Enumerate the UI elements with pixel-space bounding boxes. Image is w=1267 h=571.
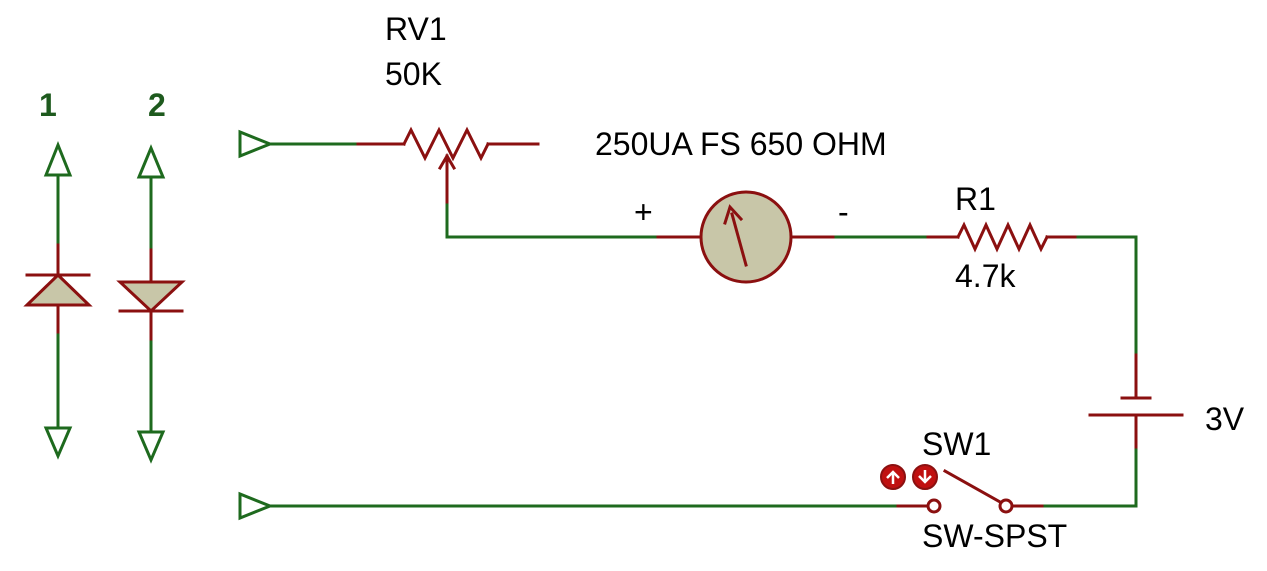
resistor-r1[interactable]: R1 4.7k [926,181,1080,294]
diode-2-bottom-terminal-icon [136,430,166,464]
wire-battery-to-switch [1040,448,1138,508]
diode-2-body-icon [116,280,186,314]
diode-2-top-terminal-icon [136,144,166,179]
potentiometer-icon [401,126,491,162]
bottom-input-terminal-icon[interactable] [238,491,275,521]
potentiometer-rv1[interactable]: RV1 50K [356,11,540,207]
r1-reference: R1 [955,181,996,217]
diode-1-top-terminal-icon [43,140,73,177]
rv1-wiper-arrow-icon [437,153,457,171]
meter-needle [730,212,748,267]
rv1-reference: RV1 [385,11,447,47]
diode-1-body-icon [23,272,93,307]
diode-2[interactable]: 2 [116,87,186,464]
meter-plus-label: + [634,194,653,230]
analog-meter-icon [699,190,793,284]
switch-sw1[interactable]: SW1 SW-SPST [893,426,1067,554]
diode-1[interactable]: 1 [23,87,93,460]
r1-value: 4.7k [955,258,1016,294]
resistor-icon [955,221,1050,253]
diode-1-bottom-terminal-icon [43,426,73,460]
sw1-close-button[interactable] [880,464,906,490]
meter-minus-label: - [838,194,849,230]
sw1-open-button[interactable] [912,464,938,490]
ammeter[interactable]: 250UA FS 650 OHM + - [595,126,887,284]
rv1-value: 50K [385,56,442,92]
meter-needle-arrow-icon [723,204,744,225]
wire-r1-to-battery [1076,235,1138,357]
sw1-right-contact-icon [998,498,1014,514]
top-input-terminal-icon[interactable] [238,129,275,159]
battery-3v[interactable]: 3V [1088,353,1245,452]
sw1-type: SW-SPST [922,518,1067,554]
meter-value: 250UA FS 650 OHM [595,126,887,162]
sw1-lever-icon [942,468,1003,505]
sw1-reference: SW1 [922,426,991,462]
diode-2-number: 2 [148,87,166,123]
battery-value: 3V [1205,401,1245,437]
wire-rv1-to-meter [445,203,660,239]
diode-1-number: 1 [39,87,57,123]
sw1-left-contact-icon [926,498,942,514]
